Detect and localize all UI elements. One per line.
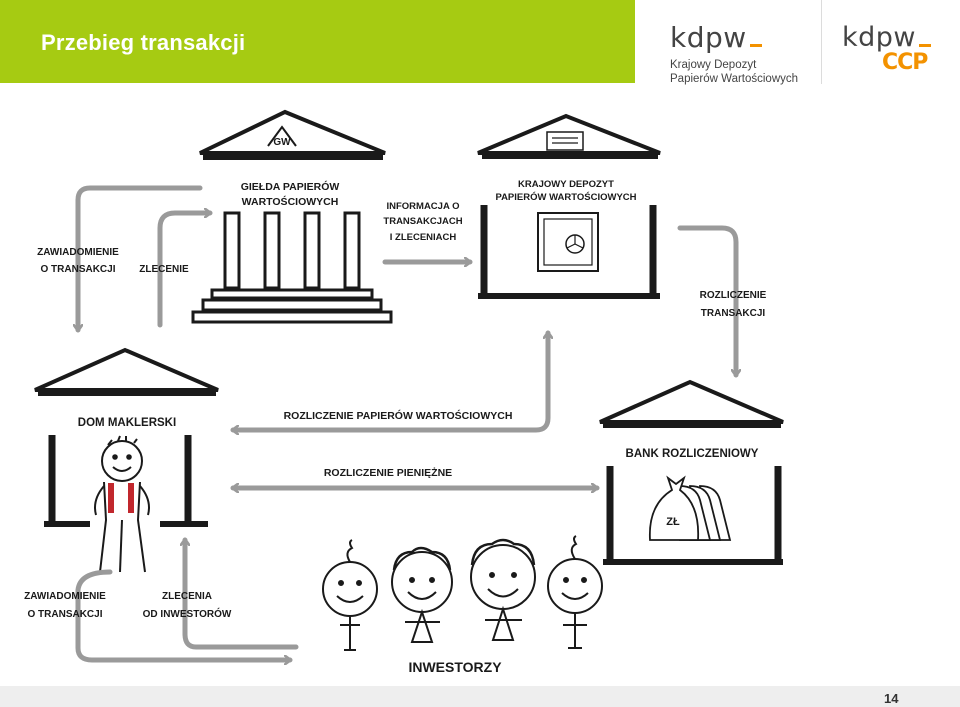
brokerage-house-building [34,347,219,527]
gpw-emblem-text: GW [273,137,291,148]
kdpw-ccp-logo-word: kdpw [842,22,916,53]
kdpw-label-line2: PAPIERÓW WARTOŚCIOWYCH [495,191,636,203]
arrow-zawiadomienie-top [78,185,203,333]
kdpw-logo: kdpw Krajowy Depozyt Papierów Wartościow… [670,24,810,88]
money-bags-icon [649,475,732,541]
zlecenie-label: ZLECENIE [139,264,189,275]
settlement-bank-building [599,379,784,565]
rozliczenie-papierow-label: ROZLICZENIE PAPIERÓW WARTOŚCIOWYCH [284,409,513,422]
rozliczenie-transakcji-line1: ROZLICZENIE [700,290,767,301]
transaction-flow-diagram: GW GIEŁDA PAPIERÓW WARTOŚCIOWYCH KRAJOWY… [24,109,784,675]
gpw-emblem-icon: GW [267,125,297,148]
zlecenia-inwestorow-line1: ZLECENIA [162,591,212,602]
rozliczenie-pieniezne-label: ROZLICZENIE PIENIĘŻNE [324,466,452,479]
kdpw-ccp-logo-underscore [919,44,931,47]
slide-title: Przebieg transakcji [41,30,246,55]
kdpw-ccp-logo-suffix: CCP [882,50,928,75]
investors-group-icon [322,535,603,651]
bank-label: BANK ROZLICZENIOWY [626,448,759,460]
arrow-zawiadomienie-bottom [75,569,293,660]
zawiadomienie-bottom-line2: O TRANSAKCJI [27,609,102,620]
investors-label: INWESTORZY [408,659,502,675]
kdpw-label-line1: KRAJOWY DEPOZYT [518,179,614,190]
kdpw-logo-line1: Krajowy Depozyt [670,59,757,71]
kdpw-logo-line2: Papierów Wartościowych [670,73,799,85]
investor-figure-3 [470,538,536,641]
informacja-line2: TRANSAKCJACH [383,216,462,227]
arrow-zlecenie [157,213,213,328]
zawiadomienie-top-line2: O TRANSAKCJI [40,264,115,275]
logo-divider [821,0,822,84]
bank-bag-label: ZŁ [666,516,680,528]
broker-figure-icon [94,435,150,573]
arrow-zlecenia-inwestorow [185,537,299,650]
stock-exchange-building: GW [191,109,393,324]
informacja-line1: INFORMACJA O [386,201,459,212]
rozliczenie-transakcji-line2: TRANSAKCJI [701,308,766,319]
kdpw-ccp-logo: kdpw CCP [842,24,952,84]
kdpw-logo-word: kdpw [670,21,747,54]
kdpw-logo-underscore [749,44,762,47]
header-bar [0,0,635,83]
arrow-rozliczenie-transakcji [677,225,736,378]
investor-figure-2 [391,546,453,643]
flow-arrows [75,185,736,660]
investor-figure-1 [322,539,378,651]
gpw-label-line1: GIEŁDA PAPIERÓW [241,180,340,193]
zlecenia-inwestorow-line2: OD INWESTORÓW [143,607,232,620]
zawiadomienie-bottom-line1: ZAWIADOMIENIE [24,591,106,602]
arrow-rozliczenie-papierow [230,330,548,430]
page-number: 14 [884,691,899,706]
footer-bar [0,686,960,707]
zawiadomienie-top-line1: ZAWIADOMIENIE [37,247,119,258]
gpw-label-line2: WARTOŚCIOWYCH [242,195,339,208]
kdpw-building [477,113,661,299]
informacja-line3: I ZLECENIACH [390,232,457,243]
dom-label: DOM MAKLERSKI [78,417,176,429]
investor-figure-4 [547,535,603,649]
vault-safe-icon [537,212,599,272]
